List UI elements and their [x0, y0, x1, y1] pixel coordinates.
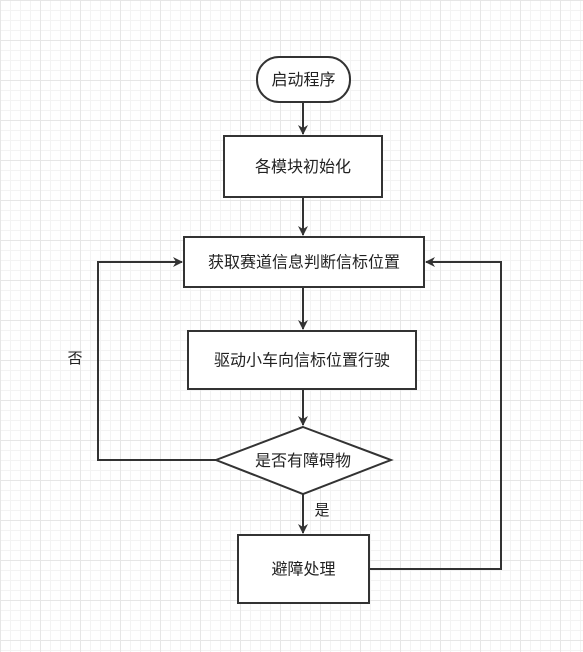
avoid-node-label: 避障处理 [271, 560, 335, 579]
decision-node-label: 是否有障碍物 [255, 451, 351, 470]
start-node: 启动程序 [256, 56, 351, 103]
init-node: 各模块初始化 [223, 135, 383, 198]
edge-label-no: 否 [67, 349, 82, 367]
edge-label-yes: 是 [314, 501, 329, 519]
avoid-node: 避障处理 [237, 534, 370, 604]
get-info-node: 获取赛道信息判断信标位置 [183, 236, 425, 288]
init-node-label: 各模块初始化 [255, 157, 351, 176]
drive-node-label: 驱动小车向信标位置行驶 [214, 351, 390, 370]
get-info-node-label: 获取赛道信息判断信标位置 [208, 253, 400, 272]
decision-node: 是否有障碍物 [213, 425, 394, 496]
start-node-label: 启动程序 [271, 70, 335, 89]
edge-avoid-loop-back [369, 257, 502, 570]
drive-node: 驱动小车向信标位置行驶 [187, 330, 417, 390]
edge-decision-no-loop [97, 257, 216, 461]
